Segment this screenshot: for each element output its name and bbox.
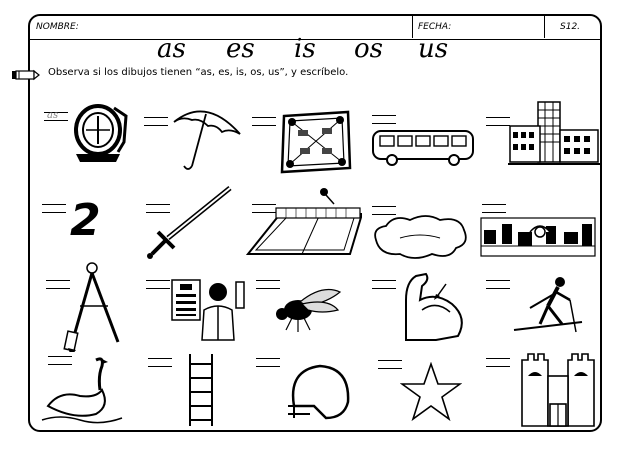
header-divider	[544, 16, 545, 38]
syllable-es: es	[226, 34, 255, 64]
syllable-us: us	[418, 34, 449, 64]
swan-picture	[40, 354, 124, 426]
board-game-picture	[278, 108, 354, 176]
fly-picture	[272, 284, 344, 334]
compass-picture	[66, 102, 130, 164]
pencil-icon	[10, 67, 40, 81]
bus-picture	[370, 128, 476, 168]
tennis-court-picture	[246, 186, 362, 258]
answer-blank[interactable]	[46, 280, 70, 289]
date-label: FECHA:	[418, 22, 452, 32]
answer-blank[interactable]	[48, 356, 72, 365]
syllable-as: as	[157, 34, 186, 64]
instruction-text: Observa si los dibujos tienen “as, es, i…	[48, 67, 349, 78]
answer-blank[interactable]	[146, 204, 170, 213]
syllable-os: os	[354, 34, 383, 64]
header-divider	[412, 16, 413, 38]
answer-blank[interactable]	[372, 115, 396, 124]
answer-blank[interactable]	[372, 280, 396, 289]
star-icon	[400, 362, 462, 422]
helmet-picture	[284, 362, 354, 424]
answer-blank[interactable]	[486, 117, 510, 126]
header-bar: NOMBRE: FECHA: S12.	[30, 16, 600, 40]
ladder-picture	[186, 352, 216, 428]
example-answer: as	[47, 110, 59, 121]
page-number: S12.	[560, 22, 581, 32]
answer-blank[interactable]	[148, 358, 172, 367]
name-label: NOMBRE:	[36, 22, 79, 32]
worksheet: NOMBRE: FECHA: S12.	[28, 14, 602, 432]
umbrella-picture	[170, 100, 244, 174]
answer-blank[interactable]	[252, 117, 276, 126]
answer-blank[interactable]	[252, 204, 276, 213]
drafting-compass-picture	[62, 262, 134, 352]
castle-picture	[520, 352, 596, 428]
answer-blank[interactable]	[486, 358, 510, 367]
panorama-picture	[480, 212, 596, 258]
muscle-arm-picture	[396, 270, 470, 342]
building-picture	[508, 100, 600, 172]
answer-blank[interactable]	[482, 204, 506, 213]
answer-blank[interactable]	[44, 112, 68, 121]
answer-blank[interactable]	[256, 358, 280, 367]
answer-blank[interactable]	[372, 206, 396, 215]
answer-blank[interactable]	[378, 360, 402, 369]
answer-blank[interactable]	[256, 280, 280, 289]
answer-blank[interactable]	[42, 204, 66, 213]
answer-blank[interactable]	[146, 280, 170, 289]
answer-blank[interactable]	[486, 280, 510, 289]
sword-picture	[144, 184, 234, 262]
skier-picture	[510, 274, 586, 338]
puddle-picture	[370, 210, 470, 262]
number-two-picture: 2	[70, 195, 101, 246]
answer-blank[interactable]	[144, 117, 168, 126]
optician-picture	[166, 276, 248, 342]
syllable-is: is	[294, 34, 316, 64]
